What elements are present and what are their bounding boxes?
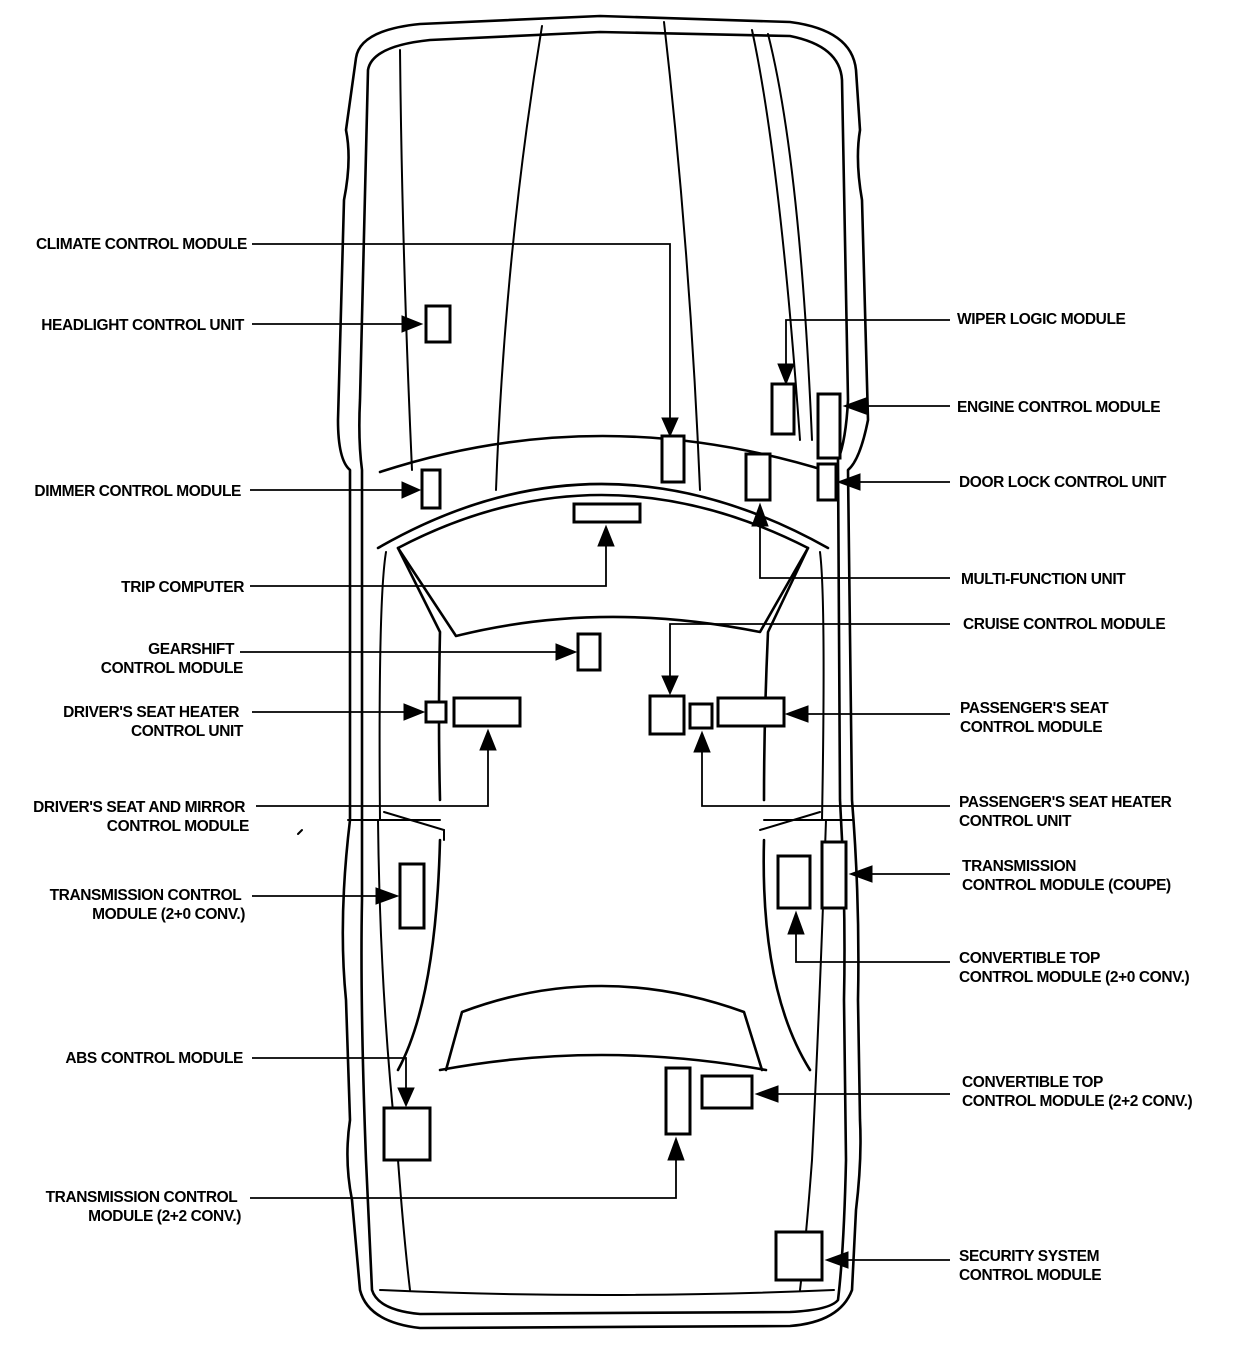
- engine-control-module-box: [816, 392, 842, 460]
- leader-cruise: [669, 623, 950, 678]
- arrow-climate: [661, 417, 679, 438]
- b-pillar-left: [383, 811, 445, 841]
- arrow-conv-top-2-0: [787, 910, 805, 935]
- label-passengers-seat-heater-control-unit: PASSENGER'S SEAT HEATER CONTROL UNIT: [959, 794, 1175, 830]
- arrow-trans-coupe: [848, 865, 873, 883]
- label-drivers-seat-heater-control-unit: DRIVER'S SEAT HEATER CONTROL UNIT: [63, 704, 244, 740]
- label-transmission-control-module-coupe: TRANSMISSION CONTROL MODULE (COUPE): [962, 858, 1171, 894]
- arrow-wiper: [777, 363, 795, 386]
- trip-computer-box: [572, 502, 642, 524]
- label-dimmer-control-module: DIMMER CONTROL MODULE: [34, 483, 241, 500]
- headlight-control-unit-box: [424, 304, 452, 344]
- passengers-seat-control-module-box: [716, 696, 786, 728]
- rear-cabin-right: [762, 838, 812, 1072]
- door-lock-control-unit-box: [816, 462, 838, 502]
- car-inner-body: [358, 30, 850, 1316]
- arrow-drivers-seat-mirror: [479, 728, 497, 751]
- drivers-seat-heater-box: [424, 700, 448, 724]
- label-drivers-seat-and-mirror-control-module: DRIVER'S SEAT AND MIRROR CONTROL MODULE: [33, 799, 249, 835]
- label-climate-control-module: CLIMATE CONTROL MODULE: [36, 236, 247, 253]
- wiper-logic-module-box: [770, 382, 796, 436]
- arrow-headlight: [401, 315, 424, 333]
- dimmer-control-module-box: [420, 468, 442, 510]
- leader-abs: [252, 1057, 407, 1088]
- label-convertible-top-control-module-2-0: CONVERTIBLE TOP CONTROL MODULE (2+0 CONV…: [959, 950, 1190, 986]
- security-system-module-box: [774, 1230, 824, 1282]
- leader-wiper: [785, 319, 950, 366]
- hood-crease-right-b: [767, 33, 813, 441]
- arrow-gearshift: [555, 643, 578, 661]
- b-pillar-right: [759, 811, 821, 831]
- leader-passengers-heater: [701, 750, 950, 807]
- rear-window: [444, 984, 764, 1072]
- leader-climate: [252, 243, 671, 420]
- convertible-top-module-2-0-box: [776, 854, 812, 910]
- cruise-control-module-box: [648, 694, 686, 736]
- arrow-multi-function: [751, 502, 769, 527]
- label-transmission-control-module-2-2: TRANSMISSION CONTROL MODULE (2+2 CONV.): [46, 1189, 242, 1225]
- hood-crease-center-left: [495, 25, 543, 491]
- multi-function-unit-box: [744, 452, 772, 502]
- arrow-engine: [842, 397, 867, 415]
- hood-crease-right-a: [751, 29, 801, 441]
- arrow-trans-2-2: [667, 1136, 685, 1161]
- arrow-cruise: [661, 675, 679, 696]
- transmission-control-module-coupe-box: [820, 840, 848, 910]
- leader-drivers-seat-mirror: [256, 748, 489, 807]
- climate-control-module-box: [660, 434, 686, 484]
- label-abs-control-module: ABS CONTROL MODULE: [65, 1050, 243, 1067]
- modules: [382, 304, 848, 1282]
- hood-crease-center-right: [663, 21, 701, 491]
- arrow-trans-2-0: [375, 887, 400, 905]
- label-multi-function-unit: MULTI-FUNCTION UNIT: [961, 571, 1126, 588]
- arrow-passengers-seat: [784, 705, 809, 723]
- label-cruise-control-module: CRUISE CONTROL MODULE: [963, 616, 1165, 633]
- arrow-trip: [597, 524, 615, 547]
- abs-control-module-box: [382, 1106, 432, 1162]
- label-convertible-top-control-module-2-2: CONVERTIBLE TOP CONTROL MODULE (2+2 CONV…: [962, 1074, 1193, 1110]
- label-door-lock-control-unit: DOOR LOCK CONTROL UNIT: [959, 474, 1167, 491]
- hood-crease-left: [399, 49, 413, 471]
- convertible-top-module-2-2-box: [700, 1074, 754, 1110]
- leader-multi-function: [759, 524, 950, 579]
- arrow-dimmer: [401, 481, 422, 499]
- arrow-abs: [397, 1087, 415, 1108]
- leader-conv-top-2-0: [795, 932, 950, 963]
- transmission-control-module-2-2-box: [664, 1066, 692, 1136]
- label-wiper-logic-module: WIPER LOGIC MODULE: [957, 311, 1126, 328]
- tail-line: [379, 1289, 835, 1296]
- label-headlight-control-unit: HEADLIGHT CONTROL UNIT: [41, 317, 245, 334]
- a-pillar-right: [819, 551, 825, 821]
- arrow-passengers-heater: [693, 730, 711, 753]
- labels-left: CLIMATE CONTROL MODULE HEADLIGHT CONTROL…: [33, 236, 249, 1225]
- label-gearshift-control-module: GEARSHIFT CONTROL MODULE: [101, 641, 243, 677]
- arrow-conv-top-2-2: [754, 1085, 779, 1103]
- rear-cabin-left: [396, 838, 442, 1072]
- trunk-line: [438, 1053, 768, 1072]
- arrow-door-lock: [836, 473, 861, 491]
- arrow-drivers-heater: [403, 703, 426, 721]
- leader-trans-2-2: [250, 1158, 677, 1199]
- label-engine-control-module: ENGINE CONTROL MODULE: [957, 399, 1160, 416]
- passengers-seat-heater-box: [688, 702, 714, 730]
- transmission-control-module-2-0-box: [398, 862, 426, 930]
- speck: [297, 829, 303, 835]
- arrow-security: [824, 1251, 849, 1269]
- labels-right: WIPER LOGIC MODULE ENGINE CONTROL MODULE…: [957, 311, 1193, 1284]
- a-pillar-left: [378, 551, 387, 821]
- label-security-system-control-module: SECURITY SYSTEM CONTROL MODULE: [959, 1248, 1103, 1284]
- gearshift-control-module-box: [576, 632, 602, 672]
- drivers-seat-mirror-module-box: [452, 696, 522, 728]
- car-outer-body: [336, 14, 870, 1330]
- label-transmission-control-module-2-0: TRANSMISSION CONTROL MODULE (2+0 CONV.): [50, 887, 246, 923]
- label-trip-computer: TRIP COMPUTER: [121, 579, 244, 596]
- label-passengers-seat-control-module: PASSENGER'S SEAT CONTROL MODULE: [960, 700, 1112, 736]
- leader-lines: [240, 243, 950, 1269]
- leader-trip: [250, 544, 607, 587]
